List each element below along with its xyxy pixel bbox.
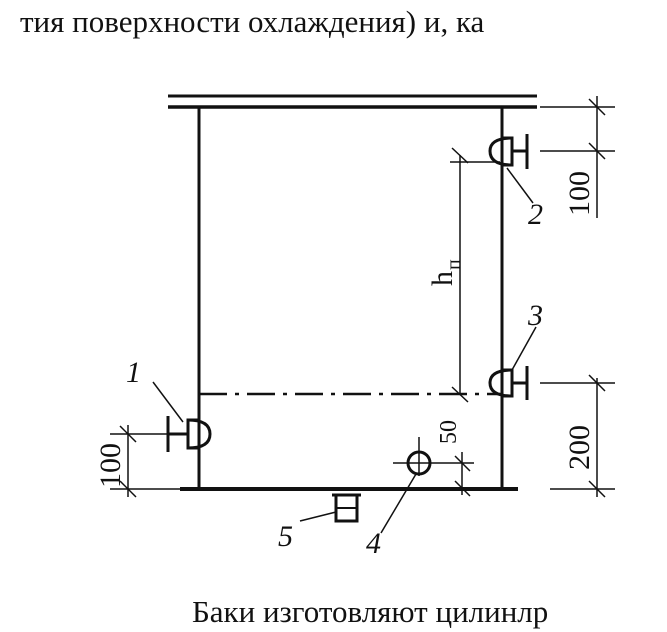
left-bottom-dimension: [110, 425, 180, 498]
callout-2: 2: [528, 198, 543, 231]
level-height-dimension: [450, 147, 500, 403]
small-gap-dimension: [454, 452, 471, 497]
callout-leaders: [152, 167, 537, 534]
top-right-dimension: [540, 96, 615, 218]
callout-3: 3: [527, 299, 543, 332]
level-height-main: h: [426, 271, 459, 286]
bottom-text-line: Баки изготовляют цилинлр: [192, 594, 549, 629]
top-right-dimension-label: 100: [563, 171, 596, 216]
tank-diagram: 100 200 100 50 h п 1 2 3 4 5: [94, 94, 615, 560]
left-bottom-dimension-label: 100: [94, 443, 127, 488]
fitting-1: [166, 416, 212, 452]
callout-1: 1: [126, 356, 141, 389]
bottom-right-dimension: [540, 374, 615, 498]
fitting-2: [488, 134, 529, 169]
bottom-right-dimension-label: 200: [563, 425, 596, 470]
small-gap-dimension-label: 50: [436, 420, 462, 444]
callout-5: 5: [278, 520, 293, 553]
top-text-line: тия поверхности охлаждения) и, ка: [20, 4, 485, 39]
fitting-4: [393, 437, 474, 476]
level-height-subscript: п: [443, 259, 465, 270]
callout-4: 4: [366, 527, 381, 560]
fitting-5: [332, 493, 361, 523]
level-height-label: h п: [426, 259, 465, 286]
